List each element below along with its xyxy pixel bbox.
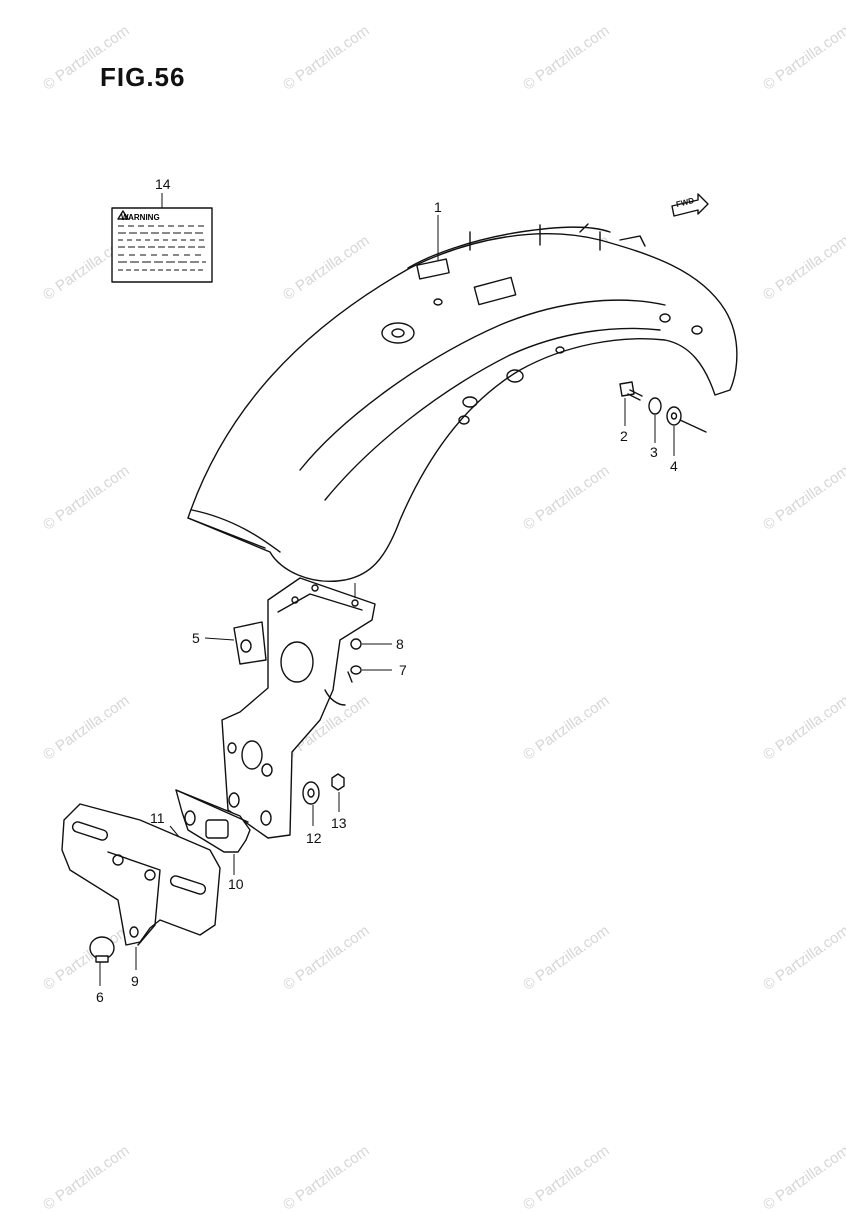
- callout-5: 5: [192, 630, 200, 646]
- figure-title: FIG.56: [100, 62, 186, 92]
- callout-10: 10: [228, 876, 244, 892]
- screw-part: [347, 665, 392, 683]
- warning-label-part: [111, 193, 213, 283]
- fender-bolt-part: [619, 381, 643, 426]
- plate-bracket-part: [61, 803, 221, 970]
- callout-9: 9: [131, 973, 139, 989]
- nut-part: [350, 638, 392, 650]
- callout-2: 2: [620, 428, 628, 444]
- callout-7: 7: [399, 662, 407, 678]
- lock-washer-part: [648, 397, 662, 443]
- nut-13-part: [331, 773, 345, 812]
- callout-4: 4: [670, 458, 678, 474]
- callout-14: 14: [155, 176, 171, 192]
- rear-fender-part: [187, 215, 738, 582]
- callout-3: 3: [650, 444, 658, 460]
- callout-13: 13: [331, 815, 347, 831]
- warning-label-heading: WARNING: [121, 213, 160, 222]
- washer-part: [666, 406, 707, 456]
- license-bracket-part: [204, 577, 376, 839]
- fwd-arrow-icon: [671, 193, 709, 217]
- callout-1: 1: [434, 199, 442, 215]
- callout-11: 11: [150, 810, 165, 826]
- light-holder-part: [175, 789, 251, 875]
- washer-12-part: [302, 781, 320, 826]
- callout-8: 8: [396, 636, 404, 652]
- cap-part: [89, 936, 115, 986]
- callout-12: 12: [306, 830, 322, 846]
- callout-6: 6: [96, 989, 104, 1005]
